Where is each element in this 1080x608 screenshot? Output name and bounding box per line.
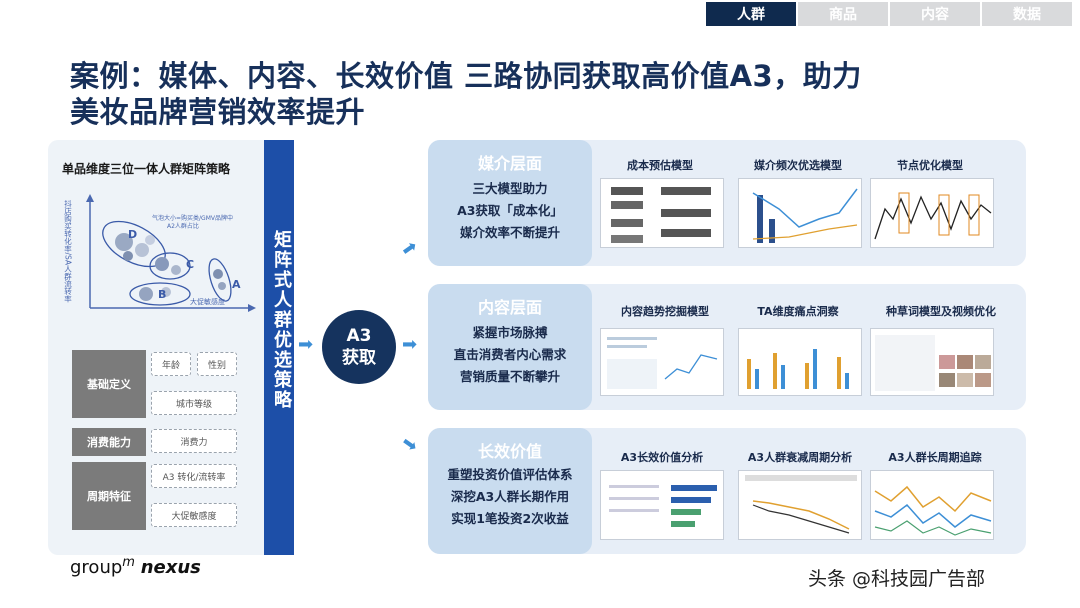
panel-media-line-1: 三大模型助力 [472,181,548,196]
chip-age: 年龄 [151,352,191,376]
top-tabs: 人群 商品 内容 数据 [706,2,1072,26]
arrow-right-icon: ➡ [402,334,418,355]
thumb-value-analysis [600,470,724,540]
arrow-up-right-icon: ➡ [397,235,422,262]
panel-longterm-lines: 重塑投资价值评估体系 深挖A3人群长期作用 实现1笔投资2次收益 [428,464,592,530]
chart-annotation-2: A2人群占比 [167,222,199,230]
bubble-matrix-chart: 抖店购买转化率/SA人群流转率 气泡大小=购买类/GMV品牌中 A2人群占比 D… [63,194,256,312]
panel-content-line-2: 直击消费者内心需求 [453,347,567,362]
panel-content-line-1: 紧握市场脉搏 [472,325,548,340]
arrow-down-right-icon: ➡ [397,431,422,458]
panel-media-lines: 三大模型助力 A3获取「成本化」 媒介效率不断提升 [428,178,592,244]
thumb-trend-model [600,328,724,396]
strategy-bar [264,140,294,555]
tab-content[interactable]: 内容 [890,2,980,26]
chip-a3-conversion: A3 转化/流转率 [151,464,237,488]
logo-group: group [70,557,123,578]
cluster-label-c: C [186,258,194,271]
chart-x-label: 大促敏感度 [190,297,225,306]
a3-acquisition-circle: A3 获取 [322,310,396,384]
thumb-ta-insight [738,328,862,396]
thumb-frequency-model [738,178,862,248]
panel-media-line-2: A3获取「成本化」 [457,203,563,218]
panel-media-line-3: 媒介效率不断提升 [459,225,560,240]
logo-nexus: nexus [140,557,201,578]
bubble-cluster-b [129,282,191,306]
thumb-long-tracking [870,470,994,540]
chip-promo-sensitivity: 大促敏感度 [151,503,237,527]
tab-audience[interactable]: 人群 [706,2,796,26]
model-label-tracking: A3人群长周期追踪 [888,451,982,464]
cluster-label-b: B [158,288,166,301]
model-label-trend: 内容趋势挖掘模型 [621,305,709,318]
strategy-vertical-text: 矩阵式人群优选策略 [271,230,292,410]
groupm-nexus-logo: groupm nexus [70,555,201,578]
chip-city-tier: 城市等级 [151,391,237,415]
logo-m: m [122,555,135,570]
chip-spending-power: 消费力 [151,429,237,453]
model-label-seeding: 种草词模型及视频优化 [886,305,996,318]
panel-content-line-3: 营销质量不断攀升 [459,369,560,384]
panel-content-lines: 紧握市场脉搏 直击消费者内心需求 营销质量不断攀升 [428,322,592,388]
panel-longterm-title: 长效价值 [477,442,542,461]
panel-content-card [428,284,592,410]
panel-media-card [428,140,592,266]
panel-longterm-line-3: 实现1笔投资2次收益 [451,511,569,526]
row-label-spending: 消费能力 [72,428,146,456]
model-label-frequency: 媒介频次优选模型 [754,159,842,172]
model-label-cost: 成本预估模型 [627,159,693,172]
tab-product[interactable]: 商品 [798,2,888,26]
model-label-value: A3长效价值分析 [620,451,704,464]
row-label-cycle: 周期特征 [72,462,146,530]
circle-line-2: 获取 [342,348,376,368]
tab-data[interactable]: 数据 [982,2,1072,26]
cluster-label-d: D [128,228,137,241]
bubble-cluster-a [208,258,232,302]
left-panel-title: 单品维度三位一体人群矩阵策略 [62,162,231,176]
panel-longterm-line-1: 重塑投资价值评估体系 [447,467,573,482]
model-label-decay: A3人群衰减周期分析 [747,451,853,464]
page-title: 案例：媒体、内容、长效价值 三路协同获取高价值A3，助力 美妆品牌营销效率提升 [70,58,862,130]
panel-media-title: 媒介层面 [477,154,542,173]
title-line-2: 美妆品牌营销效率提升 [70,95,366,129]
model-label-ta: TA维度痛点洞察 [757,305,839,318]
title-line-1: 案例：媒体、内容、长效价值 三路协同获取高价值A3，助力 [70,59,862,93]
arrow-right-icon: ➡ [298,334,314,355]
row-label-basic: 基础定义 [72,350,146,418]
watermark: 头条 @科技园广告部 [808,568,986,590]
circle-line-1: A3 [346,326,372,346]
chart-annotation-1: 气泡大小=购买类/GMV品牌中 [152,214,233,222]
panel-longterm-card [428,428,592,554]
bubble-cluster-c [149,252,191,280]
cluster-label-a: A [232,278,241,291]
thumb-cost-model [600,178,724,248]
chart-y-label: 抖店购买转化率/SA人群流转率 [63,199,72,304]
thumb-decay-cycle [738,470,862,540]
chip-gender: 性别 [197,352,237,376]
model-label-node: 节点优化模型 [897,159,963,172]
thumb-seeding-video [870,328,994,396]
thumb-node-model [870,178,994,248]
panel-content-title: 内容层面 [477,298,542,317]
panel-longterm-line-2: 深挖A3人群长期作用 [450,489,570,504]
